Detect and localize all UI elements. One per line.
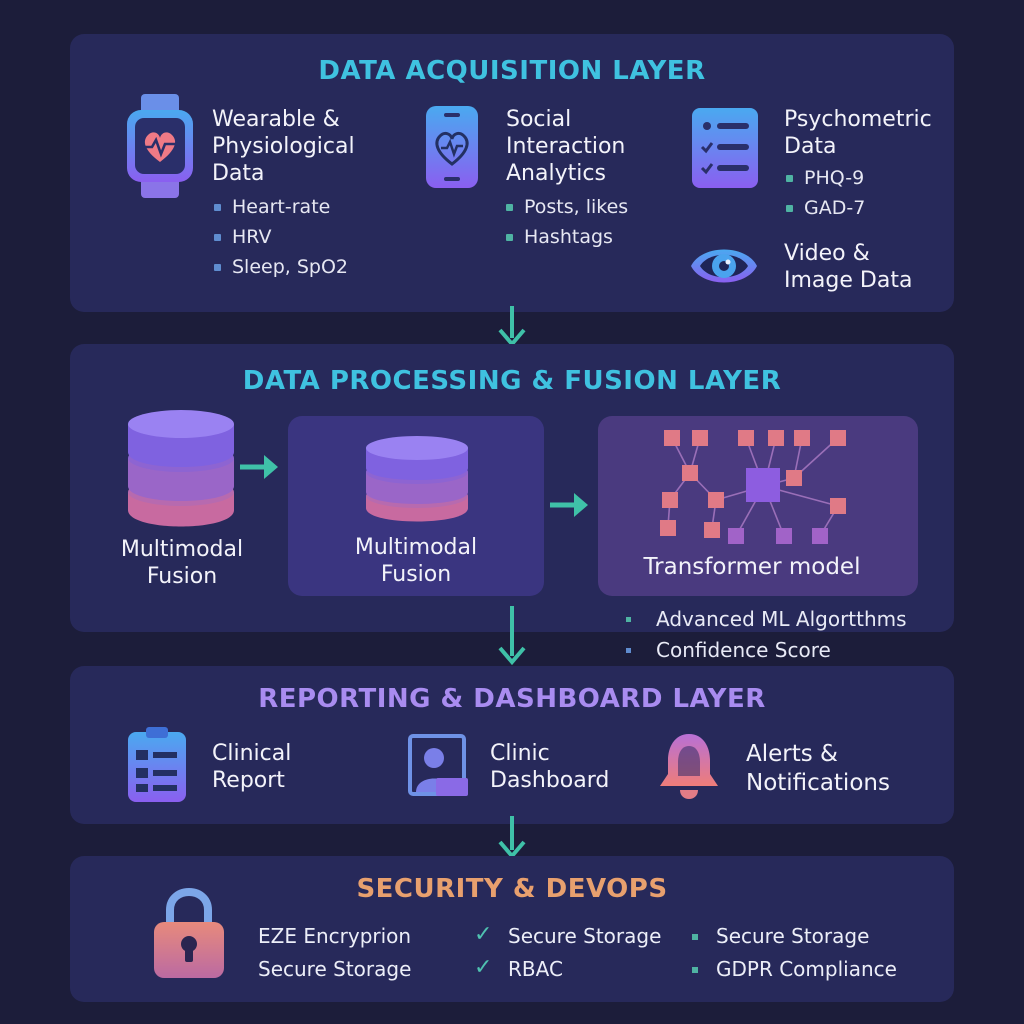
network-graph-icon [660, 428, 860, 550]
checklist-icon [690, 106, 760, 194]
security-col3: Secure Storage GDPR Compliance [690, 920, 897, 986]
transformer-label: Transformer model [643, 554, 861, 580]
bullet-hashtags: Hashtags [504, 222, 628, 252]
clinical-report-label: Clinical Report [212, 740, 291, 794]
psychometric-label: Psychometric Data [784, 106, 932, 160]
security-panel: SECURITY & DEVOPS EZE Encryprion Secure … [70, 856, 954, 1002]
social-label-line: Social [506, 107, 572, 132]
clinic-dashboard-label: Clinic Dashboard [490, 740, 609, 794]
fusion-card: Multimodal Fusion [288, 416, 544, 596]
acquisition-layer-title: DATA ACQUISITION LAYER [318, 56, 706, 86]
database-icon [124, 406, 238, 534]
reporting-panel: REPORTING & DASHBOARD LAYER Clinical Rep… [70, 666, 954, 824]
bullet-heart-rate: Heart-rate [212, 192, 348, 222]
padlock-icon [150, 882, 228, 986]
security-item: Secure Storage [508, 924, 662, 948]
security-check-item: ✓ RBAC [474, 953, 661, 986]
note-advanced-ml: Advanced ML Algortthms [618, 604, 907, 635]
note-text: Confidence Score [656, 638, 831, 662]
note-bullet [626, 617, 631, 622]
bullet-gad7: GAD-7 [784, 193, 865, 223]
wearable-label: Wearable & Physiological Data [212, 106, 355, 187]
psychometric-label-line: Psychometric [784, 107, 932, 132]
eye-icon [688, 236, 760, 300]
arrow-right-icon [238, 452, 280, 482]
reporting-layer-title: REPORTING & DASHBOARD LAYER [258, 684, 766, 714]
alerts-label: Alerts & Notifications [746, 740, 890, 798]
video-label: Video & Image Data [784, 240, 912, 294]
arrow-down-icon [496, 304, 528, 348]
phone-heart-icon [424, 104, 480, 194]
fusion-label-line: Multimodal [120, 537, 244, 562]
processing-layer-title: DATA PROCESSING & FUSION LAYER [242, 366, 782, 396]
arrow-right-icon [548, 490, 590, 520]
dashboard-label-line: Dashboard [490, 768, 610, 793]
bullet-hrv: HRV [212, 222, 348, 252]
note-text: Advanced ML Algortthms [656, 607, 907, 631]
security-layer-title: SECURITY & DEVOPS [356, 874, 668, 904]
fusion-label-line: Fusion [146, 564, 218, 589]
bullet-phq9: PHQ-9 [784, 163, 865, 193]
alerts-label-line: Notifications [746, 770, 890, 796]
security-check-item: ✓ Secure Storage [474, 920, 661, 953]
psychometric-label-line: Data [784, 134, 837, 159]
security-item: Secure Storage [258, 957, 412, 981]
security-col2: ✓ Secure Storage ✓ RBAC [474, 920, 661, 986]
arrow-down-icon [496, 814, 528, 860]
checkmark-icon: ✓ [474, 955, 493, 980]
security-item: GDPR Compliance [690, 953, 897, 986]
checkmark-icon: ✓ [474, 922, 493, 947]
data-acquisition-panel: DATA ACQUISITION LAYER Wearable & Physio… [70, 34, 954, 312]
social-label-line: Analytics [506, 161, 606, 186]
alerts-label-line: Alerts & [746, 741, 838, 767]
note-confidence-score: Confidence Score [618, 635, 907, 666]
security-item: RBAC [508, 957, 563, 981]
security-item: EZE Encryprion [258, 924, 412, 948]
report-label-line: Clinical [212, 741, 292, 766]
note-bullet [626, 648, 631, 653]
smartwatch-heart-icon [124, 94, 196, 202]
bullet-posts-likes: Posts, likes [504, 192, 628, 222]
wearable-label-line: Physiological [212, 134, 355, 159]
wearable-bullets: Heart-rate HRV Sleep, SpO2 [212, 192, 348, 282]
social-label: Social Interaction Analytics [506, 106, 625, 187]
database-icon [362, 434, 472, 528]
dashboard-label-line: Clinic [490, 741, 550, 766]
fusion-label-line: Multimodal [354, 535, 478, 560]
fusion-label-line: Fusion [380, 562, 452, 587]
social-label-line: Interaction [506, 134, 626, 159]
wearable-label-line: Wearable & [212, 107, 340, 132]
clipboard-report-icon [126, 726, 188, 808]
security-item: Secure Storage [690, 920, 897, 953]
wearable-label-line: Data [212, 161, 265, 186]
data-processing-panel: DATA PROCESSING & FUSION LAYER Multimoda… [70, 344, 954, 632]
social-bullets: Posts, likes Hashtags [504, 192, 628, 252]
arrow-down-icon [496, 604, 528, 666]
video-label-line: Image Data [784, 268, 913, 293]
fusion-left-label: Multimodal Fusion [110, 536, 254, 590]
fusion-mid-label: Multimodal Fusion [288, 534, 544, 588]
bell-alert-icon [656, 730, 722, 806]
video-label-line: Video & [784, 241, 870, 266]
processing-notes: Advanced ML Algortthms Confidence Score [618, 604, 907, 666]
user-dashboard-icon [408, 734, 470, 802]
transformer-card: Transformer model [598, 416, 918, 596]
report-label-line: Report [212, 768, 285, 793]
psychometric-bullets: PHQ-9 GAD-7 [784, 163, 865, 223]
bullet-sleep-spo2: Sleep, SpO2 [212, 252, 348, 282]
security-col1: EZE Encryprion Secure Storage [258, 920, 411, 986]
